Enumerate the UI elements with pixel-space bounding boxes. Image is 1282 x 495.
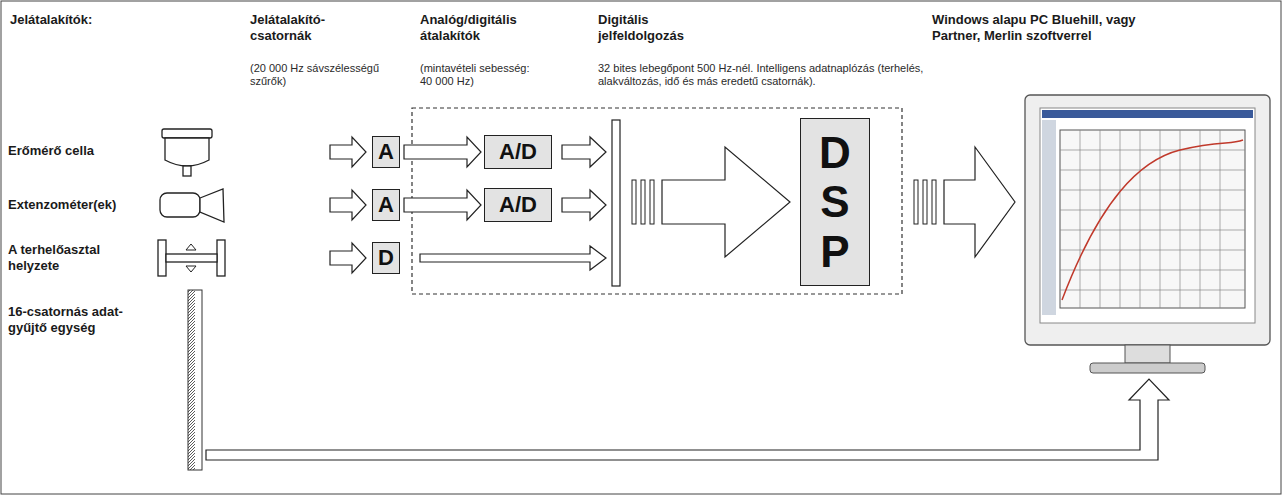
chart-grid (1060, 130, 1245, 308)
box-text: A (378, 140, 394, 165)
column-heading: Jelátalakítók: (10, 12, 150, 28)
extensometer-icon (160, 193, 200, 217)
column-heading: Jelátalakító- csatornák (250, 12, 350, 43)
data-stream-arrow (662, 147, 790, 257)
box-text: A (378, 193, 394, 218)
monitor-icon (1025, 95, 1270, 345)
table-icon (217, 240, 225, 276)
channel-box: A (372, 136, 400, 168)
signal-arrow (206, 379, 1169, 460)
daq-icon (188, 290, 202, 470)
table-icon (186, 266, 196, 272)
sensor-label: A terhelőasztal helyzete (8, 242, 128, 273)
signal-arrow (562, 137, 606, 167)
chart-area (1060, 130, 1245, 308)
signal-arrow (404, 137, 481, 167)
sensor-label: Extenzométer(ek) (8, 197, 143, 213)
data-stream-arrow (923, 180, 927, 224)
adc-box: A/D (484, 188, 552, 222)
signal-arrow (562, 190, 606, 220)
monitor-stand (1125, 345, 1170, 363)
dsp-box: D S P (800, 118, 870, 286)
table-icon (186, 244, 196, 250)
adc-box: A/D (484, 135, 552, 169)
box-text: D S P (815, 128, 855, 276)
column-heading: Digitális jelfeldolgozás (598, 12, 708, 43)
load-cell-icon (183, 166, 191, 176)
data-stream-arrow (641, 180, 645, 224)
controller-region (412, 108, 902, 294)
data-stream-arrow (914, 180, 918, 224)
window-toolbar (1042, 120, 1056, 315)
signal-arrow (330, 243, 366, 273)
load-cell-icon (165, 138, 209, 166)
data-stream-arrow (944, 147, 1015, 257)
daq-icon (188, 290, 195, 470)
table-icon (158, 240, 166, 276)
column-note: (20 000 Hz sávszélességű szűrők) (250, 62, 390, 88)
box-text: A/D (499, 140, 537, 165)
window-titlebar (1042, 110, 1253, 118)
load-cell-icon (162, 129, 212, 138)
signal-arrow (420, 246, 606, 270)
table-icon (166, 254, 217, 262)
signal-arrow (404, 190, 481, 220)
channel-box: D (372, 242, 400, 274)
signal-arrow (330, 137, 366, 167)
channel-box: A (372, 189, 400, 221)
chart-curve (1062, 140, 1243, 300)
data-stream-arrow (932, 180, 936, 224)
signal-arrow (330, 190, 366, 220)
column-heading: Windows alapu PC Bluehill, vagy Partner,… (932, 12, 1157, 43)
extensometer-icon (200, 189, 224, 222)
sensor-label: Erőmérő cella (8, 143, 143, 159)
monitor-screen (1040, 108, 1255, 323)
bus-bar (612, 120, 620, 286)
monitor-stand (1090, 363, 1205, 373)
box-text: D (378, 246, 394, 271)
column-note: 32 bites lebegőpont 500 Hz-nél. Intellig… (598, 62, 938, 88)
column-note: (mintavételi sebesség: 40 000 Hz) (420, 62, 535, 88)
box-text: A/D (499, 193, 537, 218)
column-heading: Analóg/digitális átalakítók (420, 12, 540, 43)
data-stream-arrow (632, 180, 636, 224)
sensor-label: 16-csatornás adat- gyűjtő egység (8, 304, 148, 335)
data-stream-arrow (650, 180, 654, 224)
